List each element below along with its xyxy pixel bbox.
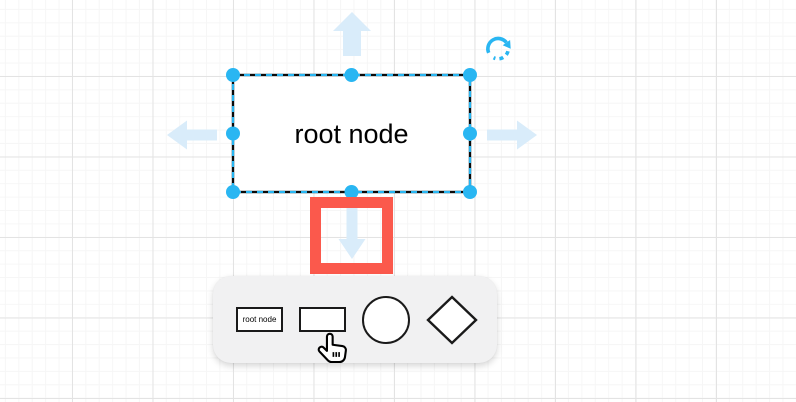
arrow-left-icon[interactable] <box>167 120 217 150</box>
resize-handle-w[interactable] <box>226 126 240 141</box>
shape-root-node[interactable] <box>231 73 472 194</box>
shape-option-rectangle-labeled[interactable]: root node <box>236 307 283 332</box>
resize-handle-se[interactable] <box>463 185 477 199</box>
arrow-up-icon[interactable] <box>333 12 371 56</box>
node-label: root node <box>294 119 408 149</box>
shape-option-diamond[interactable] <box>426 294 478 345</box>
shape-picker-popup: root node <box>213 276 497 363</box>
mini-diamond-shape <box>426 294 478 345</box>
mini-circle-shape <box>362 295 410 344</box>
mini-rectangle-shape <box>299 307 346 332</box>
resize-handle-e[interactable] <box>463 126 477 141</box>
resize-handle-n[interactable] <box>344 68 359 82</box>
drop-target-highlight <box>310 197 393 274</box>
resize-handle-s[interactable] <box>344 185 359 199</box>
mini-root-node-shape: root node <box>236 307 283 332</box>
arrow-right-icon[interactable] <box>487 120 537 150</box>
rotate-clockwise-icon[interactable] <box>486 36 511 61</box>
shape-option-rectangle[interactable] <box>299 307 346 332</box>
resize-handle-ne[interactable] <box>463 68 477 82</box>
resize-handle-sw[interactable] <box>226 185 240 199</box>
shape-option-circle[interactable] <box>362 295 410 344</box>
resize-handle-nw[interactable] <box>226 68 240 82</box>
arrow-down-icon[interactable] <box>338 207 366 259</box>
